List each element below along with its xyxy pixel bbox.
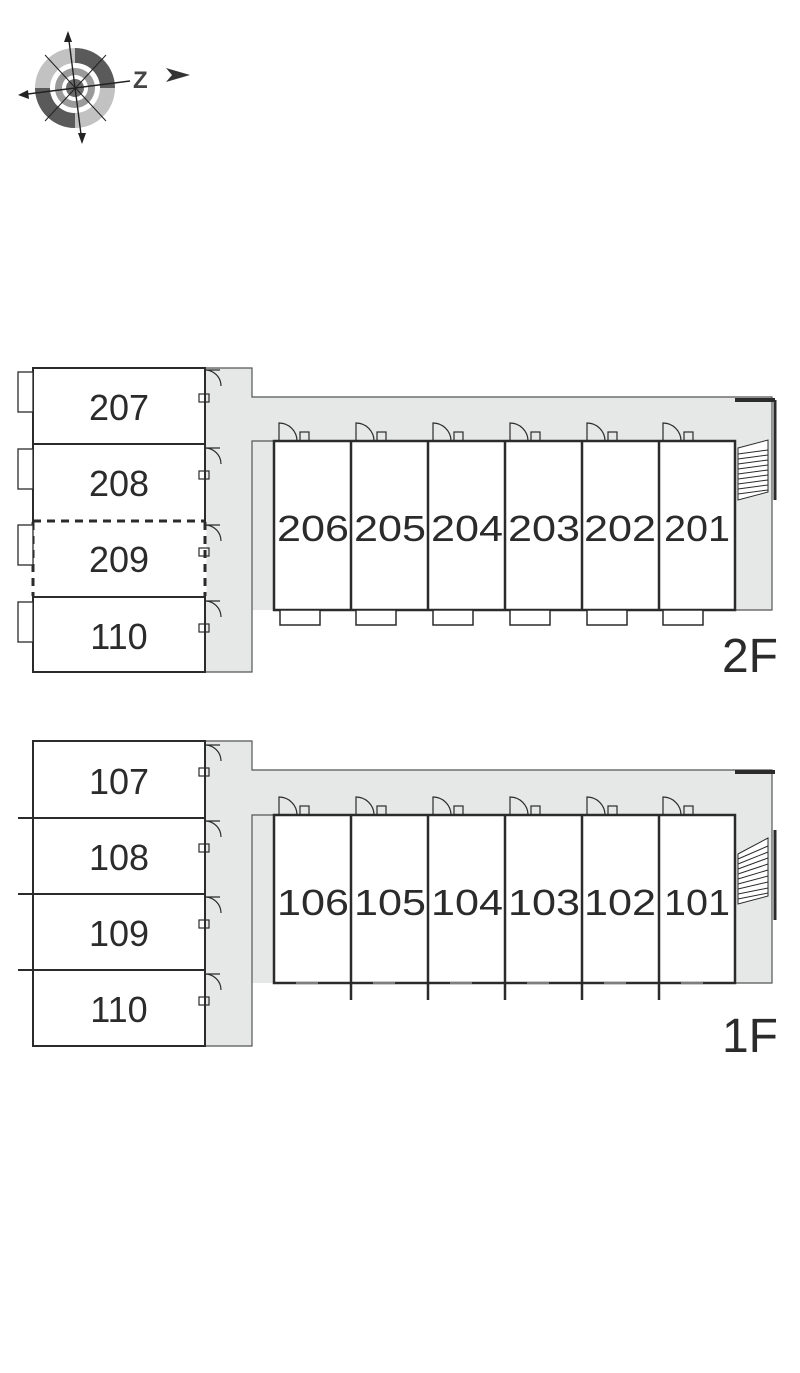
compass-icon: Z: [18, 31, 190, 144]
stairs-1f: [737, 837, 769, 905]
unit-label: 110: [90, 616, 147, 657]
unit-label: 104: [431, 882, 503, 923]
unit-label: 109: [89, 913, 149, 954]
unit-label: 209: [89, 539, 149, 580]
unit-label: 205: [354, 508, 426, 549]
corridor-1f: [205, 741, 772, 1046]
unit-label: 203: [508, 508, 580, 549]
unit-label: 110: [90, 989, 147, 1030]
floor-2f: 207 208 209 110 206 205 204 203 202 201 …: [17, 367, 778, 683]
unit-label: 204: [431, 508, 503, 549]
unit-label: 105: [354, 882, 426, 923]
stairs-2f: [737, 439, 769, 501]
floor-label: 2F: [722, 630, 778, 683]
unit-label: 107: [89, 761, 149, 802]
unit-label: 201: [664, 508, 730, 549]
floor-label: 1F: [722, 1010, 778, 1063]
unit-label: 108: [89, 837, 149, 878]
unit-label: 101: [664, 882, 730, 923]
unit-label: 106: [277, 882, 349, 923]
unit-label: 207: [89, 387, 149, 428]
unit-label: 103: [508, 882, 580, 923]
unit-label: 102: [584, 882, 656, 923]
corridor-2f: [205, 368, 772, 672]
floor-1f: 107 108 109 110 106 105 104 103 102 101 …: [18, 740, 778, 1063]
unit-label: 206: [277, 508, 349, 549]
unit-label: 202: [584, 508, 656, 549]
compass-north-label: Z: [133, 67, 148, 94]
unit-label: 208: [89, 463, 149, 504]
